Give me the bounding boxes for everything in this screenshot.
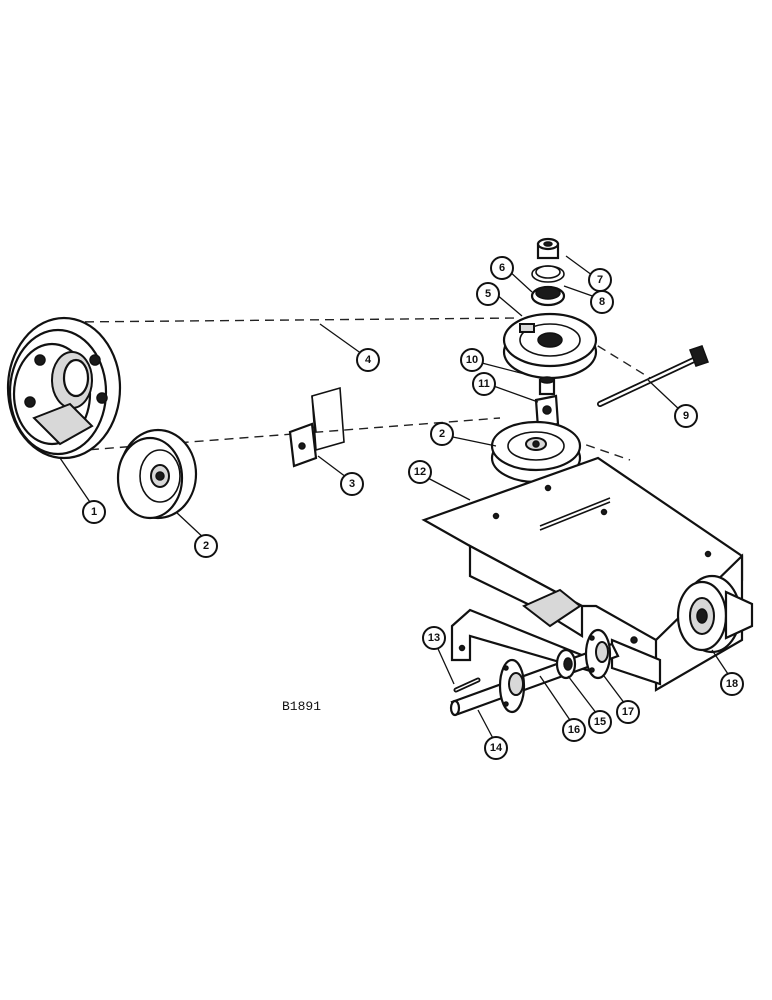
svg-text:14: 14 [490,742,503,754]
idler-pulley-right [490,420,582,484]
callout-13: 13 [422,626,446,650]
svg-text:18: 18 [726,678,738,690]
svg-text:16: 16 [568,724,580,736]
callout-6: 6 [490,256,514,280]
svg-text:4: 4 [365,354,372,366]
svg-text:9: 9 [683,410,689,422]
belt-guide-bracket [288,386,345,468]
callout-10: 10 [460,348,484,372]
bearing-flange-right [584,628,612,680]
callout-18: 18 [720,672,744,696]
spacer [536,237,560,260]
svg-text:15: 15 [594,716,606,728]
callout-11: 11 [472,372,496,396]
svg-text:10: 10 [466,354,478,366]
callout-2-left: 2 [194,534,218,558]
svg-text:12: 12 [414,466,426,478]
bearing-flange-left [498,658,526,714]
svg-text:8: 8 [599,296,605,308]
callout-2-right: 2 [430,422,454,446]
svg-text:1: 1 [91,506,97,518]
svg-text:6: 6 [499,262,505,274]
svg-text:17: 17 [622,706,634,718]
svg-text:2: 2 [203,540,209,552]
drive-belts [59,317,651,461]
svg-text:2: 2 [439,428,445,440]
callout-9: 9 [674,404,698,428]
callout-1: 1 [82,500,106,524]
shaft-collar [555,648,577,680]
driven-pulley [676,574,754,654]
svg-text:3: 3 [349,478,355,490]
svg-text:7: 7 [597,274,603,286]
pivot-bolt [597,345,709,407]
shaft-key [453,677,481,693]
svg-text:5: 5 [485,288,491,300]
idler-pulley-left [116,428,198,520]
callout-12: 12 [408,460,432,484]
snap-ring [531,265,565,283]
callout-15: 15 [588,710,612,734]
callout-8: 8 [590,290,614,314]
svg-text:13: 13 [428,632,440,644]
svg-text:11: 11 [478,378,490,390]
bearing [530,285,566,307]
large-drive-pulley [6,316,122,460]
bushing [538,376,556,396]
callout-4: 4 [356,348,380,372]
callout-3: 3 [340,472,364,496]
callout-7: 7 [588,268,612,292]
callout-5: 5 [476,282,500,306]
callout-17: 17 [616,700,640,724]
callout-16: 16 [562,718,586,742]
callout-14: 14 [484,736,508,760]
figure-code: B1891 [282,699,321,714]
upper-idler-pulley [502,312,598,380]
